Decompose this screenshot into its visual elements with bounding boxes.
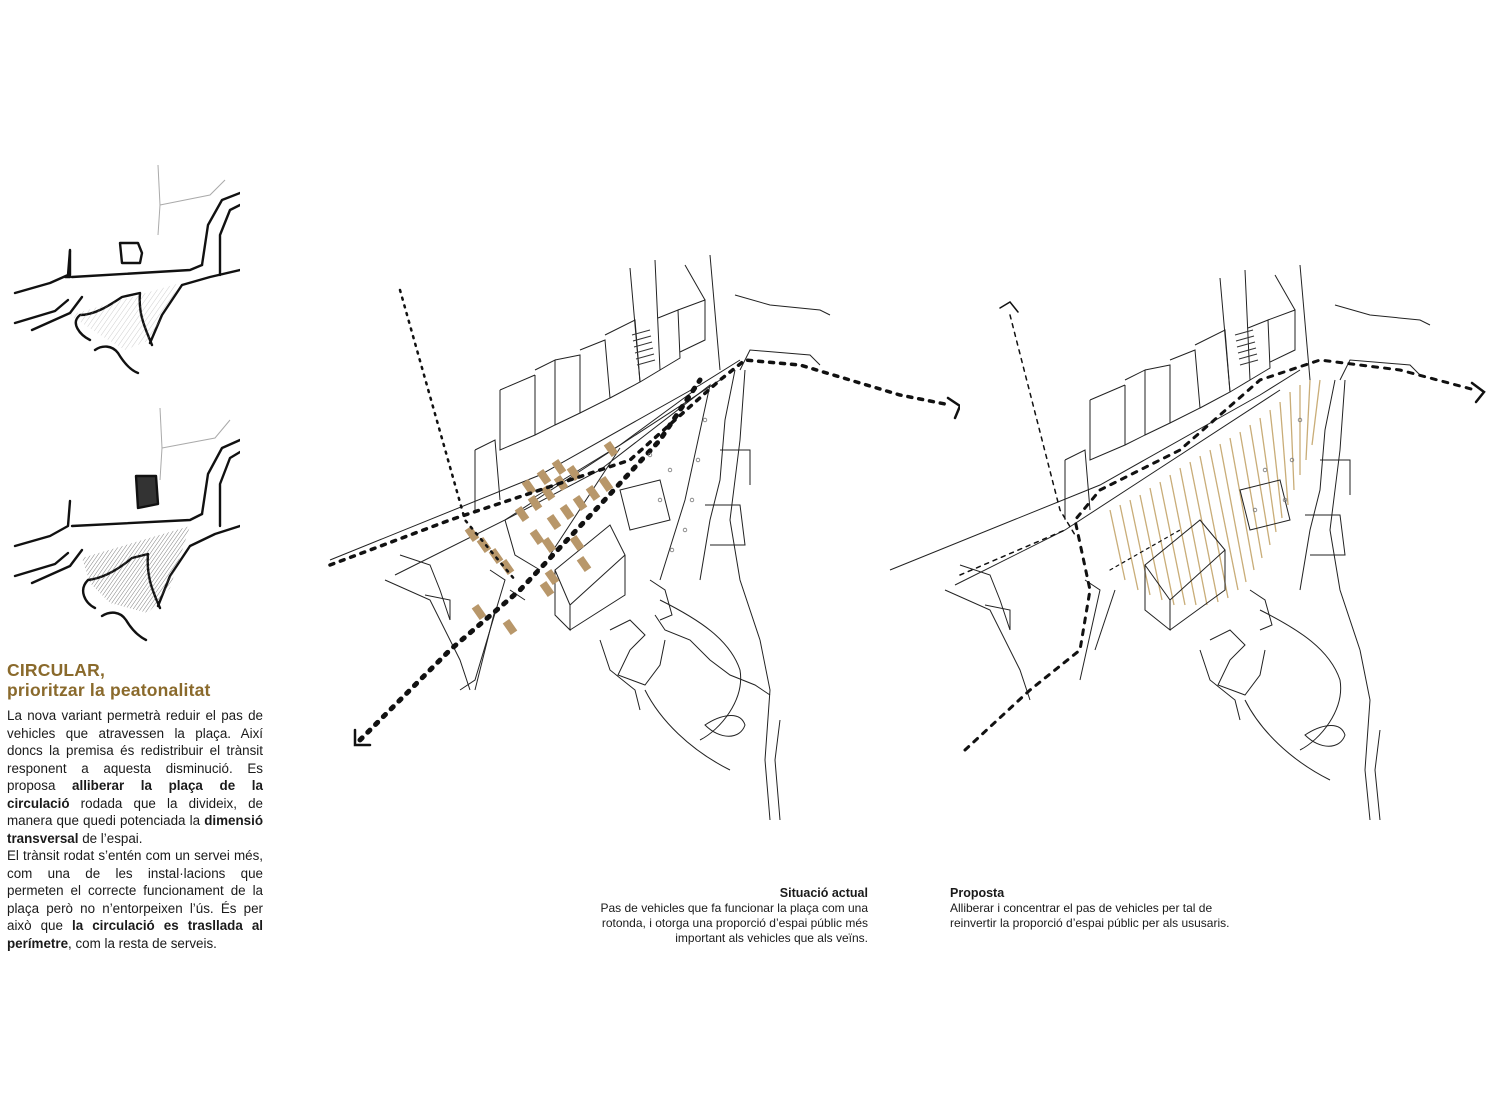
body-text-run: El trànsit rodat s’entén com un servei m…: [7, 848, 263, 933]
caption-current-title: Situació actual: [779, 886, 868, 900]
proposal-traffic-arrows: [959, 301, 1486, 752]
body-text-run: de l’espai.: [78, 830, 143, 846]
body-text-run: rodada que la divideix, de manera que qu…: [7, 795, 263, 829]
pedestrian-hatch-area: [1109, 379, 1321, 606]
diagram-proposal: [889, 264, 1486, 821]
caption-proposal: Proposta Alliberar i concentrar el pas d…: [950, 886, 1230, 931]
sketch-plaza-light: [13, 165, 240, 375]
body-paragraph-1: La nova variant permetrà reduir el pas d…: [7, 707, 263, 847]
sketch-plaza-dark: [13, 408, 240, 642]
body-emphasis: alliberar la plaça de la circulació: [7, 778, 263, 811]
body-text: La nova variant permetrà reduir el pas d…: [7, 707, 263, 952]
traffic-flow-arrows: [328, 288, 960, 747]
body-text-run: , com la resta de serveis.: [68, 935, 217, 951]
body-emphasis: la circulació es trasllada al perímetre: [7, 918, 263, 951]
caption-current: Situació actual Pas de vehicles que fa f…: [560, 886, 869, 946]
section-title-line1: CIRCULAR,: [7, 660, 106, 680]
diagram-current-situation: [328, 254, 960, 821]
body-text-run: La nova variant permetrà reduir el pas d…: [7, 708, 263, 793]
section-title-line2: prioritzar la peatonalitat: [7, 680, 211, 700]
parking-spaces: [464, 440, 619, 636]
caption-proposal-title: Proposta: [950, 886, 1005, 900]
caption-current-text: Pas de vehicles que fa funcionar la plaç…: [600, 901, 869, 945]
caption-proposal-text: Alliberar i concentrar el pas de vehicle…: [950, 901, 1230, 930]
section-title: CIRCULAR, prioritzar la peatonalitat: [7, 660, 269, 700]
body-paragraph-2: El trànsit rodat s’entén com un servei m…: [7, 847, 263, 952]
body-emphasis: dimensió transversal: [7, 813, 263, 846]
